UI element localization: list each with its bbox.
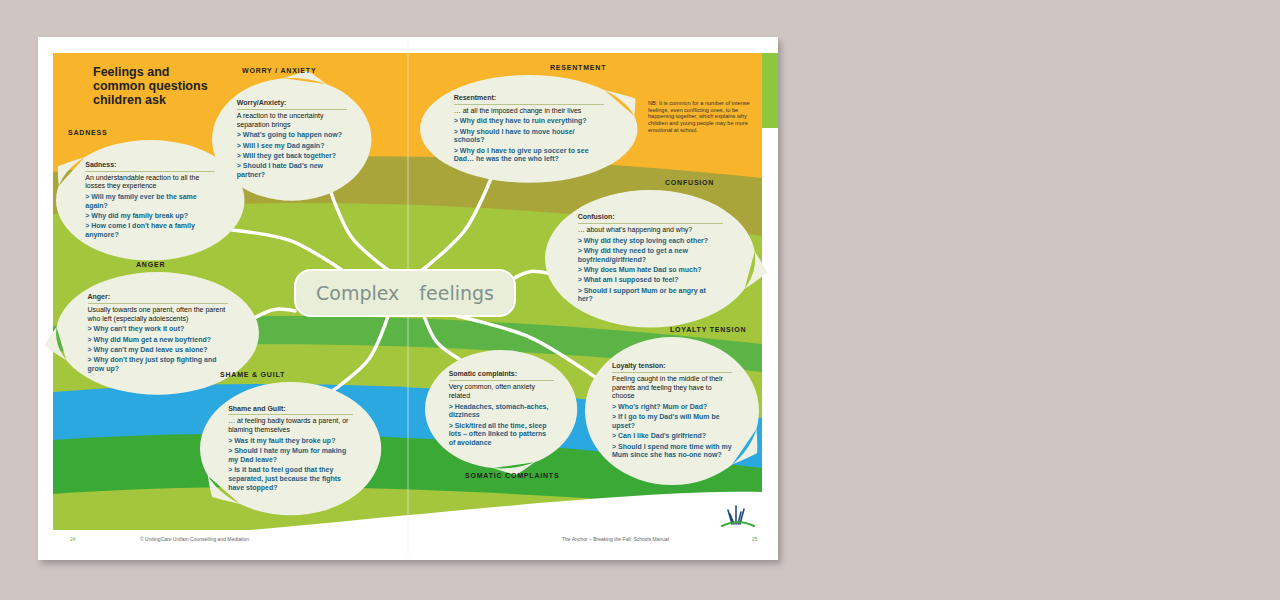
child-question: > Why did they need to get a new boyfrie… (578, 247, 723, 265)
child-question: > Sick/tired all the time, sleep lots – … (449, 422, 554, 448)
feeling-heading: Sadness: (85, 161, 215, 172)
feeling-heading: Anger: (88, 293, 228, 304)
feeling-heading: Somatic complaints: (449, 370, 554, 381)
child-question: > Why can't my Dad leave us alone? (88, 346, 228, 355)
branch-line (255, 309, 295, 317)
footer-text: 24 (70, 536, 90, 542)
leaf-outline (545, 190, 755, 328)
section-tab (762, 53, 778, 128)
leaf-shape (420, 75, 638, 183)
feeling-description: Usually towards one parent, often the pa… (88, 306, 228, 324)
feeling-description: Feeling caught in the middle of their pa… (612, 375, 732, 401)
child-question: > Will I see my Dad again? (237, 142, 347, 151)
branch-line (331, 193, 388, 270)
feeling-leaf: Somatic complaints: Very common, often an… (425, 350, 577, 468)
branch-line (515, 271, 547, 277)
child-question: > Should I spend more time with my Mum s… (612, 443, 732, 461)
child-question: > Headaches, stomach-aches, dizziness (449, 403, 554, 421)
child-question: > Should I hate Dad's new partner? (237, 162, 347, 180)
child-question: > Why did they stop loving each other? (578, 237, 723, 246)
child-question: > Why did my family break up? (85, 212, 215, 221)
green-band (53, 316, 762, 530)
feeling-heading: Resentment: (454, 94, 604, 105)
child-question: > Should I support Mum or be angry at he… (578, 287, 723, 305)
child-question: > Should I hate my Mum for making my Dad… (228, 447, 353, 465)
leaf-label: SOMATIC COMPLAINTS (465, 472, 559, 479)
feeling-heading: Worry/Anxiety: (237, 99, 347, 110)
branch-line (232, 230, 342, 270)
feeling-description: An understandable reaction to all the lo… (85, 174, 215, 192)
child-question: > How come I don't have a family anymore… (85, 222, 215, 240)
feeling-leaf: Confusion: … about what's happening and w… (545, 190, 755, 328)
child-question: > Why did Mum get a new boyfriend? (88, 336, 228, 345)
child-question: > If I go to my Dad's will Mum be upset? (612, 413, 732, 431)
leaf-shape (425, 350, 577, 475)
child-question: > Will my family ever be the same again? (85, 193, 215, 211)
hub-box: Complex feelings (295, 270, 515, 316)
footer-text: The Anchor – Breaking the Fall: Schools … (562, 536, 732, 542)
feeling-description: … at all the imposed change in their liv… (454, 107, 604, 116)
blue-band (53, 384, 762, 530)
feeling-description: A reaction to the uncertainty separation… (237, 112, 347, 130)
child-question: > What am I supposed to feel? (578, 276, 723, 285)
page-sheet (38, 37, 778, 560)
page-title: Feelings and common questions children a… (93, 66, 218, 107)
leaf-label: WORRY / ANXIETY (242, 67, 316, 74)
leaf-label: SHAME & GUILT (220, 371, 285, 378)
child-question: > Is it bad to feel good that they separ… (228, 466, 353, 492)
leaf-shape (545, 190, 767, 328)
leaf-label: LOYALTY TENSION (670, 326, 746, 333)
logo-grass (722, 506, 754, 526)
child-question: > Why can't they work it out? (88, 325, 228, 334)
child-question: > Why do I have to give up soccer to see… (454, 147, 604, 165)
leaf-shape (212, 71, 372, 201)
leaf-outline (585, 337, 759, 485)
feeling-description: … about what's happening and why? (578, 226, 723, 235)
leaf-shape (585, 337, 759, 485)
footer-text: © UnitingCare Unifam Counselling and Med… (140, 536, 340, 542)
feeling-leaf: Resentment: … at all the imposed change i… (420, 75, 638, 183)
note-text: NB: It is common for a number of intense… (648, 100, 760, 134)
feeling-heading: Loyalty tension: (612, 362, 732, 373)
branch-line (424, 316, 460, 359)
child-question: > Why does Mum hate Dad so much? (578, 266, 723, 275)
feeling-leaf: Loyalty tension: Feeling caught in the mi… (585, 337, 759, 485)
hub-shape (295, 270, 515, 316)
leaf-outline (212, 78, 372, 201)
feeling-description: … at feeling badly towards a parent, or … (228, 417, 353, 435)
page-shadow (41, 41, 781, 564)
leaf-shape (200, 382, 381, 515)
feeling-leaf: Shame and Guilt:… at feeling badly towar… (200, 382, 381, 515)
feeling-heading: Confusion: (578, 213, 723, 224)
child-question: > Why did they have to ruin everything? (454, 117, 604, 126)
feeling-description: Very common, often anxiety related (449, 383, 554, 401)
leaf-label: CONFUSION (665, 179, 714, 186)
leaf-label: SADNESS (68, 129, 107, 136)
child-question: > Can I like Dad's girlfriend? (612, 432, 732, 441)
child-question: > Who's right? Mum or Dad? (612, 403, 732, 412)
child-question: > Will they get back together? (237, 152, 347, 161)
footer-text: 25 (752, 536, 772, 542)
branch-line (334, 316, 388, 390)
light-green-band (53, 487, 762, 530)
child-question: > Why should I have to move house/ schoo… (454, 128, 604, 146)
feeling-leaf: Worry/Anxiety: A reaction to the uncertai… (212, 78, 372, 201)
hub-title: Complex feelings (316, 282, 494, 304)
leaf-label: RESENTMENT (550, 64, 606, 71)
child-question: > What's going to happen now? (237, 131, 347, 140)
branch-line (422, 179, 490, 270)
feeling-heading: Shame and Guilt: (228, 405, 353, 416)
child-question: > Why don't they just stop fighting and … (88, 356, 228, 374)
leaf-label: ANGER (136, 261, 165, 268)
child-question: > Was it my fault they broke up? (228, 437, 353, 446)
